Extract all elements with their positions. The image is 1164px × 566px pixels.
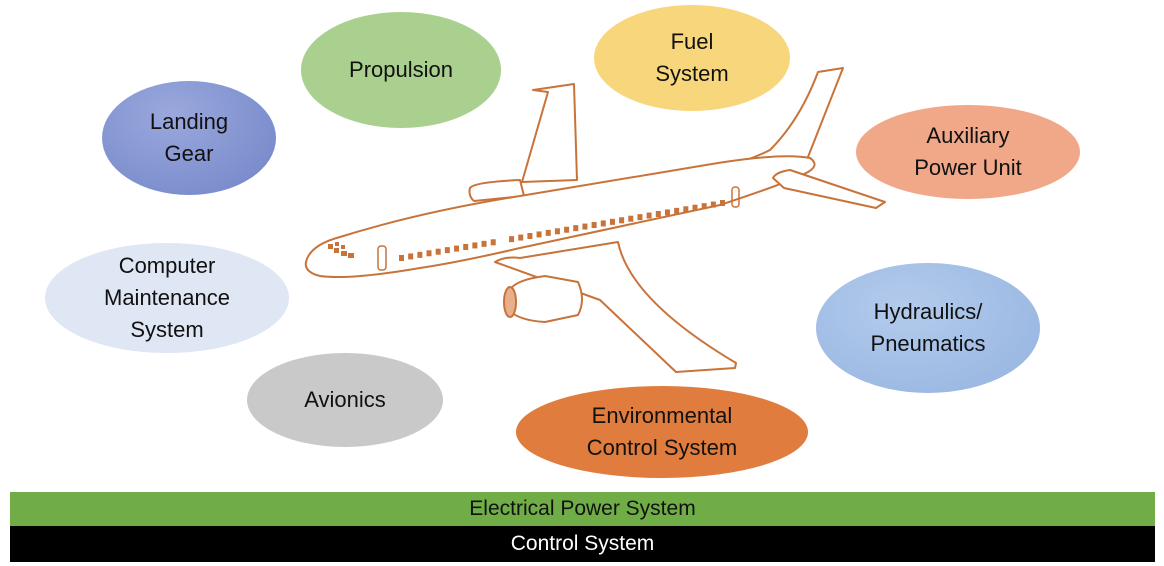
cabin-window [591,222,597,228]
rear-door [731,186,740,208]
cabin-window [564,226,570,233]
cabin-window [637,214,643,221]
fuselage [304,155,816,278]
node-avionics: Avionics [247,353,443,447]
cabin-window [417,251,423,258]
electrical-power-system-bar: Electrical Power System [10,492,1155,526]
far-wing [521,83,578,183]
cabin-window [408,253,414,260]
horizontal-stabilizer [772,169,886,209]
cabin-window [664,209,670,216]
cabin-window [710,201,716,208]
cabin-window [509,236,515,243]
avionics-label: Avionics [304,387,386,412]
control-system-label: Control System [510,532,655,555]
cabin-window [628,215,634,222]
cabin-window [545,229,551,236]
node-computer-maintenance-system: Computer Maintenance System [45,243,289,353]
cabin-window [463,244,469,250]
ecs-label: Environmental Control System [586,403,738,460]
near-engine [505,275,583,323]
near-wing [494,241,737,373]
cabin-window [472,242,478,249]
cabin-window [692,204,698,211]
hydraulics-label: Hydraulics/ Pneumatics [870,299,986,356]
cabin-window [683,206,689,213]
cabin-window [490,239,496,246]
cabin-window [444,247,450,254]
electrical-power-system-label: Electrical Power System [469,497,696,520]
fuel-system-label: Fuel System [655,29,729,86]
cabin-window [720,200,725,206]
cabin-window [481,240,487,247]
cabin-window [554,228,560,235]
cabin-window [609,218,615,225]
cabin-window [646,212,652,219]
node-environmental-control-system: Environmental Control System [516,386,808,478]
cabin-window [435,248,441,255]
node-landing-gear: Landing Gear [102,81,276,195]
cabin-window [527,233,533,239]
cockpit-windows [328,242,354,258]
cabin-window [573,225,579,232]
cabin-window [655,211,661,217]
cabin-window [454,245,460,252]
cabin-window [600,220,606,227]
cms-label: Computer Maintenance System [104,253,230,342]
node-fuel-system: Fuel System [594,5,790,111]
node-hydraulics-pneumatics: Hydraulics/ Pneumatics [816,263,1040,393]
cabin-window [582,223,588,230]
cabin-window [518,234,524,241]
front-door [377,245,387,271]
node-auxiliary-power-unit: Auxiliary Power Unit [856,105,1080,199]
cabin-window [701,203,707,210]
landing-gear-label: Landing Gear [149,109,229,166]
cabin-window [426,250,432,257]
apu-label: Auxiliary Power Unit [914,123,1022,180]
control-system-bar: Control System [10,526,1155,562]
cabin-window [619,217,625,224]
cabin-window [674,207,680,214]
cabin-window [399,255,404,261]
node-propulsion: Propulsion [301,12,501,128]
propulsion-label: Propulsion [349,57,453,82]
cabin-window [536,231,542,238]
cabin-windows [399,200,725,261]
